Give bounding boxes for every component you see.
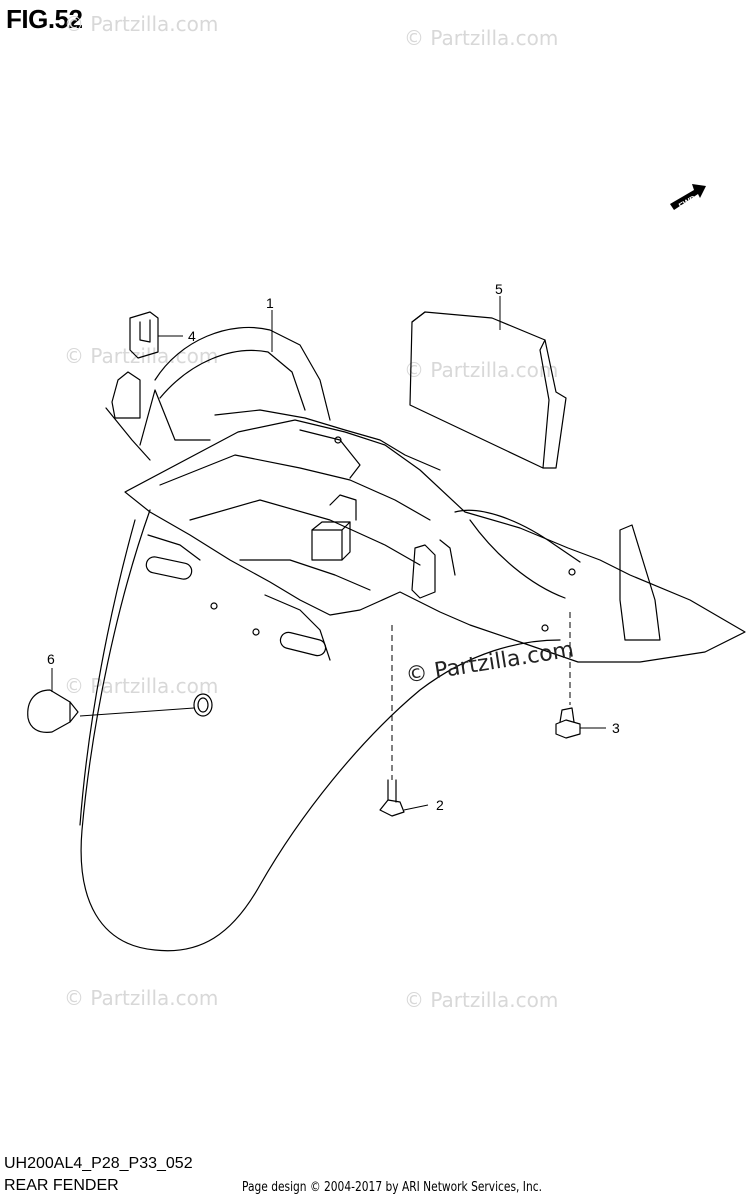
watermark-text: © Partzilla.com <box>404 358 559 382</box>
callout-2: 2 <box>436 797 444 813</box>
bolt-part <box>555 707 581 739</box>
watermark-text: © Partzilla.com <box>404 988 559 1012</box>
callout-6: 6 <box>47 651 55 667</box>
rivet-part <box>379 779 405 817</box>
rear-fender-part <box>79 326 746 952</box>
clip-part <box>129 311 159 359</box>
watermark-text: © Partzilla.com <box>64 986 219 1010</box>
grommet-part <box>27 689 79 733</box>
part-name: REAR FENDER <box>4 1177 119 1194</box>
callout-5: 5 <box>495 281 503 297</box>
figure-title: FIG.52 <box>6 4 83 34</box>
callout-4: 4 <box>188 328 196 344</box>
watermark-text: © Partzilla.com <box>64 344 219 368</box>
watermark-text: © Partzilla.com <box>64 12 219 36</box>
callout-3: 3 <box>612 720 620 736</box>
part-code: UH200AL4_P28_P33_052 <box>4 1155 193 1172</box>
callout-1: 1 <box>266 295 274 311</box>
leader-line <box>403 804 429 811</box>
cushion-part <box>409 311 567 469</box>
watermark-text: © Partzilla.com <box>404 26 559 50</box>
page-credit: Page design © 2004-2017 by ARI Network S… <box>242 1180 542 1195</box>
watermark-text: © Partzilla.com <box>64 674 219 698</box>
leader-line <box>79 707 195 717</box>
forward-arrow-icon: FWD <box>670 184 706 211</box>
